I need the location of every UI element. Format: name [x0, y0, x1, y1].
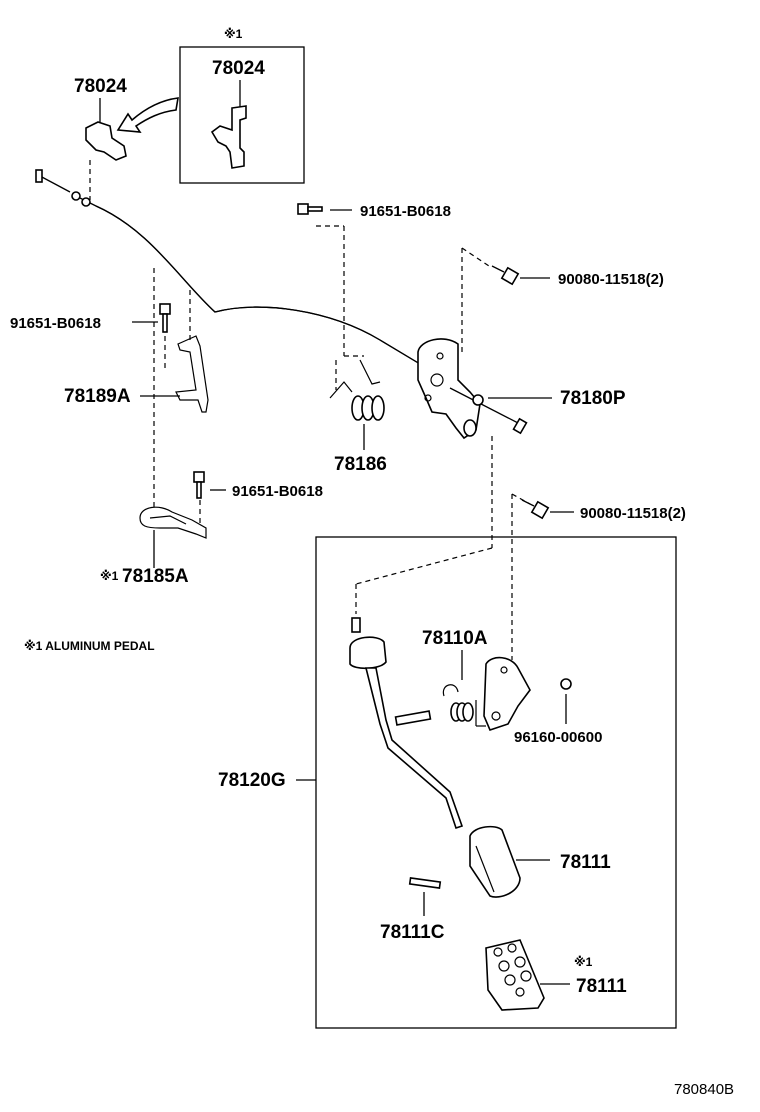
label-78111: 78111: [560, 852, 611, 873]
label-78110a: 78110A: [422, 628, 488, 649]
label-bolt-right-mid: 90080-11518(2): [580, 505, 686, 522]
label-bolt-top: 91651-B0618: [360, 203, 451, 220]
bolt-right-mid-icon: [521, 499, 550, 520]
pedal-bracket-78180p: [417, 338, 481, 440]
label-78120g: 78120G: [218, 770, 286, 791]
label-78185a: 78185A: [122, 566, 189, 587]
pedal-assembly-box: [315, 536, 677, 1029]
pedal-arm-78120g: [349, 617, 464, 830]
clip-78185a: [139, 506, 207, 539]
label-bolt-left: 91651-B0618: [10, 315, 101, 332]
label-78024: 78024: [74, 76, 127, 97]
label-78111c: 78111C: [380, 922, 445, 943]
aluminum-pedal-note: ※1 ALUMINUM PEDAL: [24, 639, 155, 653]
return-spring-78186: [329, 359, 385, 421]
aluminum-pad-78111: [485, 939, 545, 1011]
label-78185a-mark: ※1: [100, 569, 119, 583]
spring-clip-78189a: [175, 335, 209, 413]
label-78186: 78186: [334, 454, 387, 475]
bolt-right-top-icon: [491, 265, 520, 286]
label-bolt-mid: 91651-B0618: [232, 483, 323, 500]
label-inset-78024: 78024: [212, 58, 265, 79]
spring-78110a-icon: [442, 684, 474, 722]
inset-box: [179, 46, 305, 184]
pin-78111c: [408, 877, 442, 889]
inset-bracket-part: [210, 105, 247, 169]
bracket-78024-part: [85, 121, 127, 161]
figure-id: 780840B: [674, 1081, 734, 1098]
label-bolt-right-top: 90080-11518(2): [558, 271, 664, 288]
bolt-mid-icon: [193, 471, 205, 499]
inset-arrow-icon: [116, 97, 179, 133]
label-pad-alum: 78111: [576, 976, 627, 997]
nut-96160-icon: [560, 678, 572, 690]
bolt-left-icon: [159, 303, 171, 333]
label-78180p: 78180P: [560, 388, 626, 409]
label-96160: 96160-00600: [514, 729, 602, 746]
label-78189a: 78189A: [64, 386, 131, 407]
bolt-top-icon: [297, 203, 323, 215]
inset-note-mark: ※1: [224, 27, 243, 41]
pedal-pad-78111: [469, 825, 521, 898]
label-pad-alum-mark: ※1: [574, 955, 593, 969]
